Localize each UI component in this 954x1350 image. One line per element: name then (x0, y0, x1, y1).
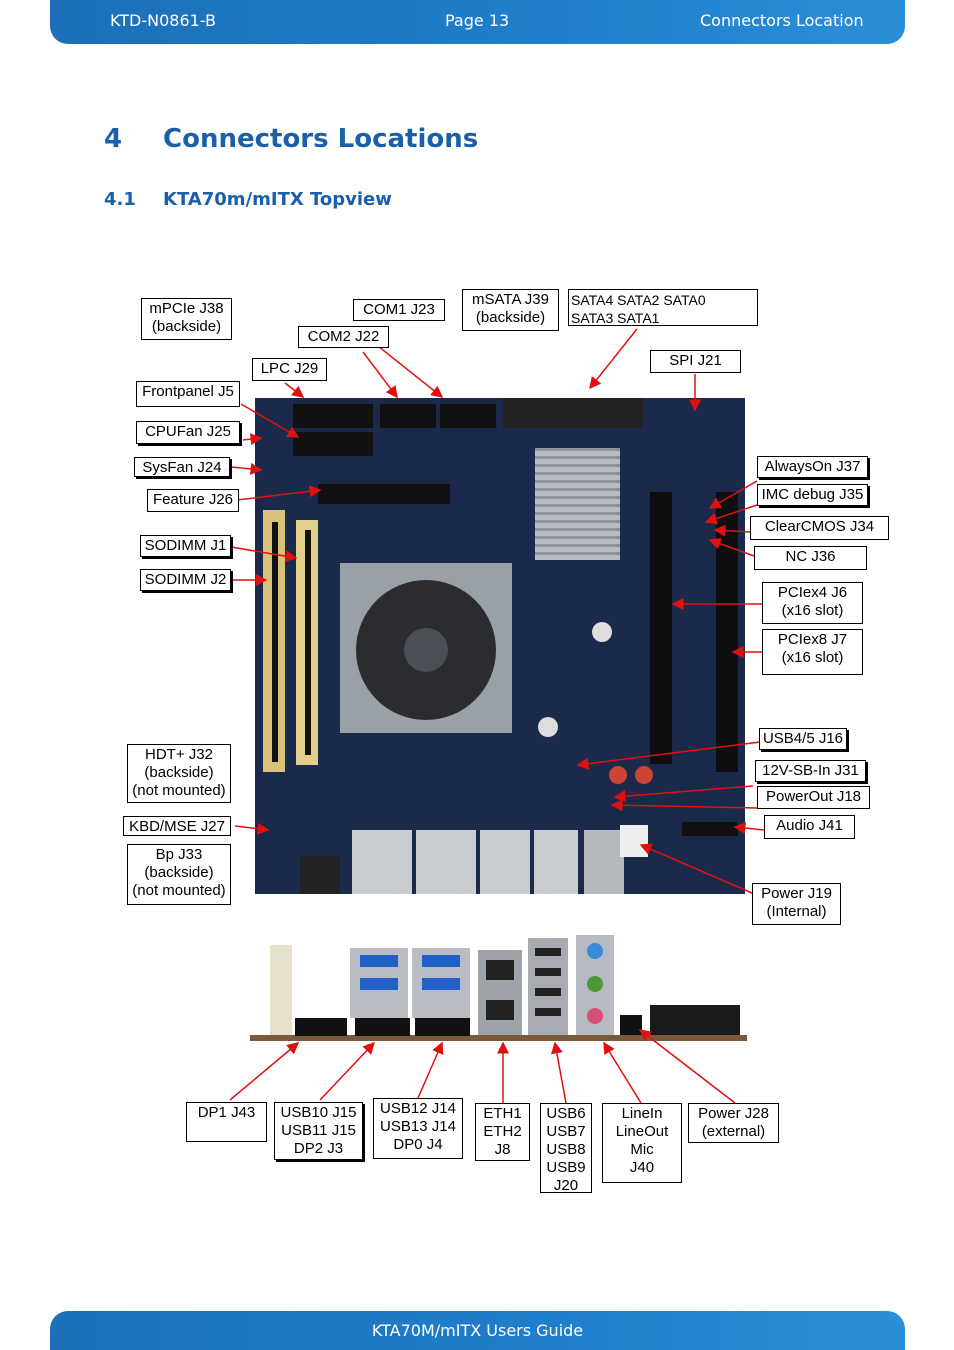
label-sodimm-j2: SODIMM J2 (140, 569, 231, 591)
label-audio-j41: Audio J41 (764, 815, 855, 839)
page-header: KTD-N0861-B Page 13 Connectors Location (50, 0, 905, 44)
label-feature-j26: Feature J26 (147, 489, 239, 512)
label-cpufan-j25: CPUFan J25 (136, 421, 240, 444)
doc-id: KTD-N0861-B (110, 11, 216, 30)
label-usb6-j20: USB6 USB7 USB8 USB9 J20 (540, 1103, 592, 1194)
section-title: Connectors Location (700, 11, 864, 30)
label-msata-j39: mSATA J39 (backside) (462, 289, 559, 331)
label-kbd-mse-j27: KBD/MSE J27 (123, 816, 231, 836)
label-alwayson-j37: AlwaysOn J37 (757, 456, 868, 478)
label-com1-j23: COM1 J23 (353, 299, 445, 321)
label-lpc-j29: LPC J29 (252, 358, 327, 381)
label-eth-j8: ETH1 ETH2 J8 (475, 1103, 530, 1161)
footer-title: KTA70M/mITX Users Guide (371, 1321, 584, 1340)
page-number: Page 13 (445, 11, 510, 30)
label-com2-j22: COM2 J22 (298, 326, 389, 348)
label-power-j19: Power J19 (Internal) (752, 883, 841, 925)
label-mpcie-j38: mPCIe J38 (backside) (141, 298, 232, 340)
heading-number: 4 (104, 124, 123, 154)
callout-arrows (229, 326, 765, 1104)
mainboard-photo (255, 398, 745, 894)
label-spi-j21: SPI J21 (650, 350, 741, 373)
label-frontpanel-j5: Frontpanel J5 (136, 381, 240, 407)
page-footer: KTA70M/mITX Users Guide (50, 1311, 905, 1350)
label-pciex8-j7: PCIex8 J7 (x16 slot) (762, 629, 863, 675)
page-title: Connectors Locations (163, 124, 479, 154)
subheading-title: KTA70m/mITX Topview (163, 189, 392, 210)
label-dp1-j43: DP1 J43 (186, 1102, 267, 1142)
label-sata-ports: SATA4 SATA2 SATA0 SATA3 SATA1 (568, 289, 758, 326)
subheading-number: 4.1 (104, 189, 136, 210)
label-usb45-j16: USB4/5 J16 (759, 728, 847, 750)
label-usb12-j14: USB12 J14 USB13 J14 DP0 J4 (373, 1098, 463, 1159)
label-usb10-j15: USB10 J15 USB11 J15 DP2 J3 (274, 1102, 363, 1160)
label-powerout-j18: PowerOut J18 (757, 786, 870, 809)
label-12v-sb-in-j31: 12V-SB-In J31 (755, 760, 866, 782)
label-hdt-j32: HDT+ J32 (backside) (not mounted) (127, 744, 231, 803)
label-bp-j33: Bp J33 (backside) (not mounted) (127, 844, 231, 905)
label-imc-debug-j35: IMC debug J35 (757, 484, 868, 506)
label-sodimm-j1: SODIMM J1 (140, 535, 231, 557)
io-panel-photo (250, 935, 747, 1041)
label-nc-j36: NC J36 (754, 546, 867, 570)
label-power-j28: Power J28 (external) (688, 1103, 779, 1143)
label-clearcmos-j34: ClearCMOS J34 (750, 516, 889, 540)
label-pciex4-j6: PCIex4 J6 (x16 slot) (762, 582, 863, 624)
label-linein-j40: LineIn LineOut Mic J40 (602, 1103, 682, 1183)
label-sysfan-j24: SysFan J24 (134, 457, 230, 477)
